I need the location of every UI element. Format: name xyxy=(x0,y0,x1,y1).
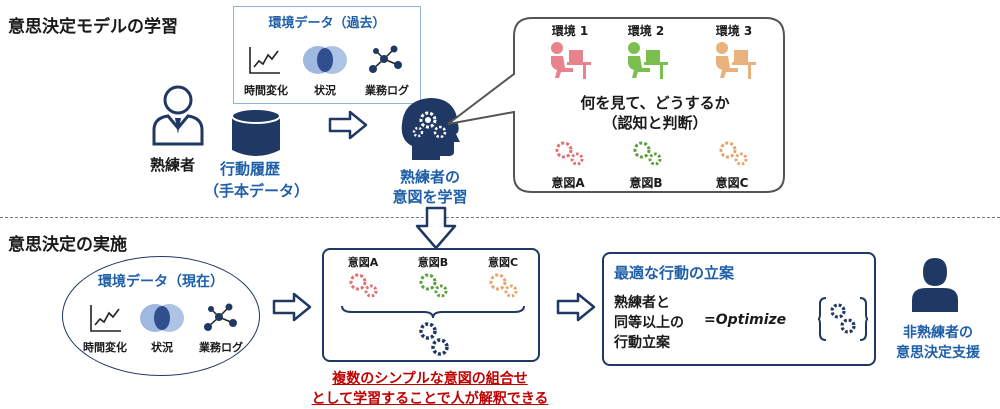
env-data-now-title: 環境データ（現在） xyxy=(98,274,224,290)
section-divider xyxy=(0,217,1000,218)
gears-green-icon xyxy=(633,141,662,166)
novice-support-label: 非熟練者の xyxy=(903,325,973,341)
bubble-question: 何を見て、どうするか xyxy=(580,94,730,112)
env-item-status: 状況 xyxy=(314,84,336,97)
arrow-right-icon xyxy=(272,292,312,322)
optimal-action-title: 最適な行動の立案 xyxy=(614,264,735,282)
arrow-right-icon xyxy=(328,110,368,140)
gears-navy-icon xyxy=(817,297,869,341)
desk-worker-icon-2 xyxy=(628,42,668,79)
network-icon xyxy=(204,303,237,331)
arrow-right-icon xyxy=(556,292,596,322)
interpretability-note-sub: として学習することで人が解釈できる xyxy=(311,391,549,407)
intent-b-label: 意図B xyxy=(629,176,663,190)
desk-worker-icon-1 xyxy=(551,42,591,79)
gears-orange-icon xyxy=(489,273,518,298)
section-title-learning: 意思決定モデルの学習 xyxy=(8,17,178,37)
line-chart-icon xyxy=(90,305,121,332)
arrow-down-icon xyxy=(415,206,457,250)
env-item-time: 時間変化 xyxy=(244,84,288,97)
intent-c-label: 意図C xyxy=(715,176,749,190)
env-data-past-title: 環境データ（過去） xyxy=(268,16,386,31)
interpretability-note: 複数のシンプルな意図の組合せ xyxy=(332,371,528,387)
gears-orange-icon xyxy=(719,141,748,166)
gears-navy-icon xyxy=(419,322,449,356)
novice-support-sub-label: 意思決定支援 xyxy=(896,345,980,361)
learn-intent-label: 熟練者の xyxy=(399,168,460,186)
env-data-now-panel: 環境データ（現在） 時間変化 状況 業務ログ xyxy=(62,256,260,376)
learn-intent-sub-label: 意図を学習 xyxy=(392,188,468,206)
gears-red-icon xyxy=(349,273,378,298)
env-1-label: 環境 1 xyxy=(551,24,589,38)
database-icon xyxy=(231,108,281,156)
env-2-label: 環境 2 xyxy=(627,24,665,38)
venn-icon xyxy=(140,304,184,332)
head-gears-icon xyxy=(401,98,460,160)
section-title-execution: 意思決定の実施 xyxy=(8,235,127,255)
optimal-text-1: 熟練者と xyxy=(614,295,670,311)
line-chart-icon xyxy=(249,47,280,74)
intent-a-label: 意図A xyxy=(551,176,585,190)
curly-brace-icon xyxy=(341,305,525,319)
env-now-item-log: 業務ログ xyxy=(199,341,243,354)
optimal-text-2: 同等以上の xyxy=(614,315,684,331)
thought-bubble xyxy=(447,17,785,193)
gears-red-icon xyxy=(555,141,584,166)
novice-person-icon xyxy=(912,258,958,312)
combo-intent-c-label: 意図C xyxy=(487,256,519,269)
env-now-item-time: 時間変化 xyxy=(83,341,127,354)
desk-worker-icon-3 xyxy=(716,42,756,79)
env-item-log: 業務ログ xyxy=(365,84,409,97)
network-icon xyxy=(369,45,402,73)
env-3-label: 環境 3 xyxy=(715,24,753,38)
venn-icon xyxy=(303,46,347,74)
bubble-question-sub: （認知と判断） xyxy=(602,114,708,132)
intent-combination-panel: 意図A 意図B 意図C xyxy=(322,248,540,362)
expert-person-icon xyxy=(152,85,204,146)
gears-green-icon xyxy=(419,273,448,298)
env-now-item-status: 状況 xyxy=(151,341,173,354)
optimal-text-3: 行動立案 xyxy=(614,335,670,351)
optimal-action-panel: 最適な行動の立案 熟練者と 同等以上の 行動立案 =Optimize xyxy=(602,252,876,366)
history-sub-label: （手本データ） xyxy=(204,182,310,200)
combo-intent-a-label: 意図A xyxy=(347,256,379,269)
optimize-formula: =Optimize xyxy=(704,312,787,328)
history-label: 行動履歴 xyxy=(220,160,281,178)
env-data-past-panel: 環境データ（過去） 時間変化 状況 業務ログ xyxy=(233,6,421,104)
expert-label: 熟練者 xyxy=(150,156,196,174)
combo-intent-b-label: 意図B xyxy=(417,256,449,269)
